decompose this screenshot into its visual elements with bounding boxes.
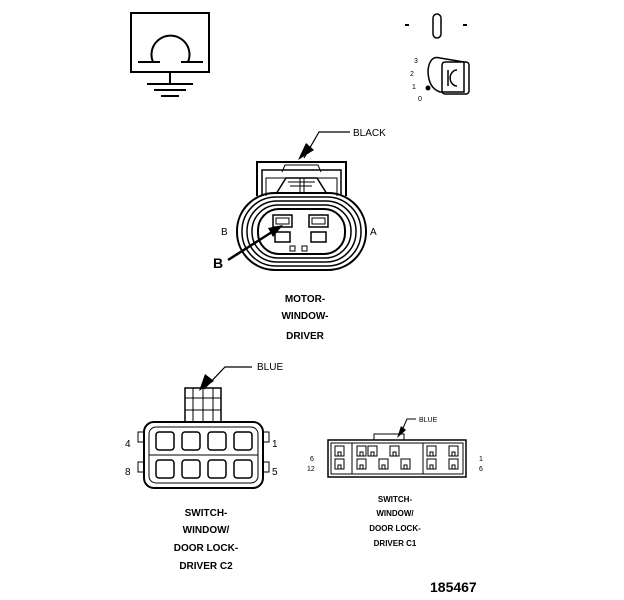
c1-cavity — [334, 445, 345, 457]
c1-cavity-terminal — [359, 451, 364, 457]
switch-c2-color: BLUE — [257, 362, 283, 373]
switch-c1-color: BLUE — [419, 417, 438, 424]
motor-cavity-a-label: A — [370, 227, 377, 238]
switch-c2-title-line-4: DRIVER C2 — [179, 561, 233, 572]
c1-cavity-terminal — [381, 464, 386, 470]
c1-cavity-terminal — [429, 464, 434, 470]
switch-c2-pin-1: 1 — [272, 439, 278, 450]
motor-connector-graphic — [236, 161, 367, 271]
switch-c2-connector-graphic — [137, 387, 270, 489]
c1-cavity-terminal — [429, 451, 434, 457]
switch-c2-pin-5: 5 — [272, 467, 278, 478]
switch-c1-color-leader — [397, 418, 416, 438]
c1-cavity-terminal — [359, 464, 364, 470]
ohmmeter-ground-icon — [130, 12, 210, 97]
c1-cavity-terminal — [403, 464, 408, 470]
c1-cavity — [334, 458, 345, 470]
motor-title-line-3: DRIVER — [286, 331, 325, 342]
c1-cavity — [378, 458, 389, 470]
c1-cavity-terminal — [370, 451, 375, 457]
c1-cavity — [426, 445, 437, 457]
switch-c1-title-line-3: DOOR LOCK- — [369, 524, 421, 533]
motor-title-line-2: WINDOW- — [281, 311, 328, 322]
switch-c1-title-line-4: DRIVER C1 — [374, 539, 417, 548]
c1-cavity — [389, 445, 400, 457]
switch-c1-pin-left-top: 6 — [310, 456, 314, 463]
switch-c1-title-line-2: WINDOW/ — [376, 509, 414, 518]
c1-cavity-terminal — [337, 464, 342, 470]
switch-c2-title-line-2: WINDOW/ — [183, 525, 230, 536]
c1-cavity — [367, 445, 378, 457]
switch-c2-pin-4: 4 — [125, 439, 131, 450]
c1-cavity — [356, 445, 367, 457]
ignition-switch-icon — [405, 13, 470, 95]
c1-cavity-terminal — [451, 451, 456, 457]
c1-cavity-terminal — [392, 451, 397, 457]
motor-cavity-b-label: B — [221, 227, 228, 238]
motor-callout-label: B — [213, 255, 223, 271]
key-position-1: 1 — [412, 84, 416, 91]
c1-cavity — [448, 458, 459, 470]
switch-c1-cavities — [334, 445, 459, 470]
key-position-3: 3 — [414, 58, 418, 65]
key-position-2: 2 — [410, 71, 414, 78]
c1-cavity — [400, 458, 411, 470]
motor-callout-arrow — [227, 225, 283, 262]
c1-cavity-terminal — [451, 464, 456, 470]
key-position-0: 0 — [418, 96, 422, 103]
c1-cavity — [448, 445, 459, 457]
switch-c1-pin-right-top: 1 — [479, 456, 483, 463]
motor-title-line-1: MOTOR- — [285, 294, 325, 305]
motor-color-leader — [298, 131, 350, 160]
switch-c2-pin-8: 8 — [125, 467, 131, 478]
switch-c2-title-line-1: SWITCH- — [185, 508, 228, 519]
switch-c2-title-line-3: DOOR LOCK- — [174, 543, 238, 554]
c1-cavity-terminal — [337, 451, 342, 457]
switch-c1-pin-right-bottom: 6 — [479, 466, 483, 473]
figure-id: 185467 — [430, 579, 477, 595]
motor-connector-color: BLACK — [353, 128, 386, 139]
switch-c2-color-leader — [199, 366, 252, 391]
c1-cavity — [426, 458, 437, 470]
switch-c1-pin-left-bottom: 12 — [307, 466, 315, 473]
c1-cavity — [356, 458, 367, 470]
switch-c1-title-line-1: SWITCH- — [378, 495, 413, 504]
switch-c1-connector-graphic — [327, 433, 467, 478]
